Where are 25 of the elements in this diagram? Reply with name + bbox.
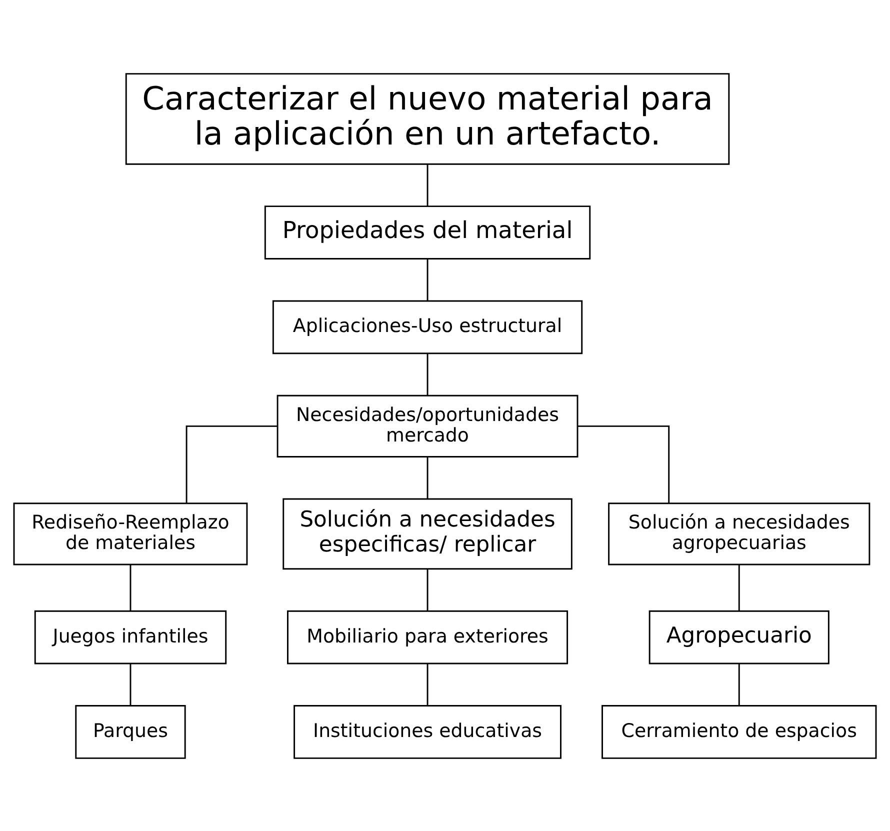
node-box: Juegos infantiles	[34, 610, 227, 664]
connector	[426, 568, 428, 610]
node-box: Solución a necesidades agropecuarias	[608, 502, 870, 565]
node-box: Cerramiento de espacios	[602, 704, 877, 758]
connector	[738, 564, 740, 610]
connector	[426, 164, 428, 206]
node-box: Necesidades/oportunidades mercado	[276, 394, 578, 457]
connector	[426, 663, 428, 706]
connector	[578, 424, 670, 503]
node-box: Solución a necesidades especificas/ replicar	[282, 498, 572, 570]
connector	[186, 424, 277, 503]
node-box: Rediseño-Reemplazo de materiales	[13, 502, 248, 565]
node-box: Mobiliario para exteriores	[287, 610, 568, 664]
node-box: Parques	[75, 704, 186, 758]
node-box: Propiedades del material	[264, 205, 591, 259]
node-box: Aplicaciones-Uso estructural	[272, 300, 583, 354]
connector	[426, 353, 428, 395]
connector	[426, 258, 428, 300]
connector	[738, 663, 740, 706]
node-box: Caracterizar el nuevo material para la aplicación en un artefacto.	[125, 72, 730, 164]
connector	[426, 456, 428, 498]
node-box: Instituciones educativas	[294, 704, 562, 758]
connector	[130, 564, 132, 610]
node-box: Agropecuario	[648, 610, 830, 664]
connector	[130, 663, 132, 706]
